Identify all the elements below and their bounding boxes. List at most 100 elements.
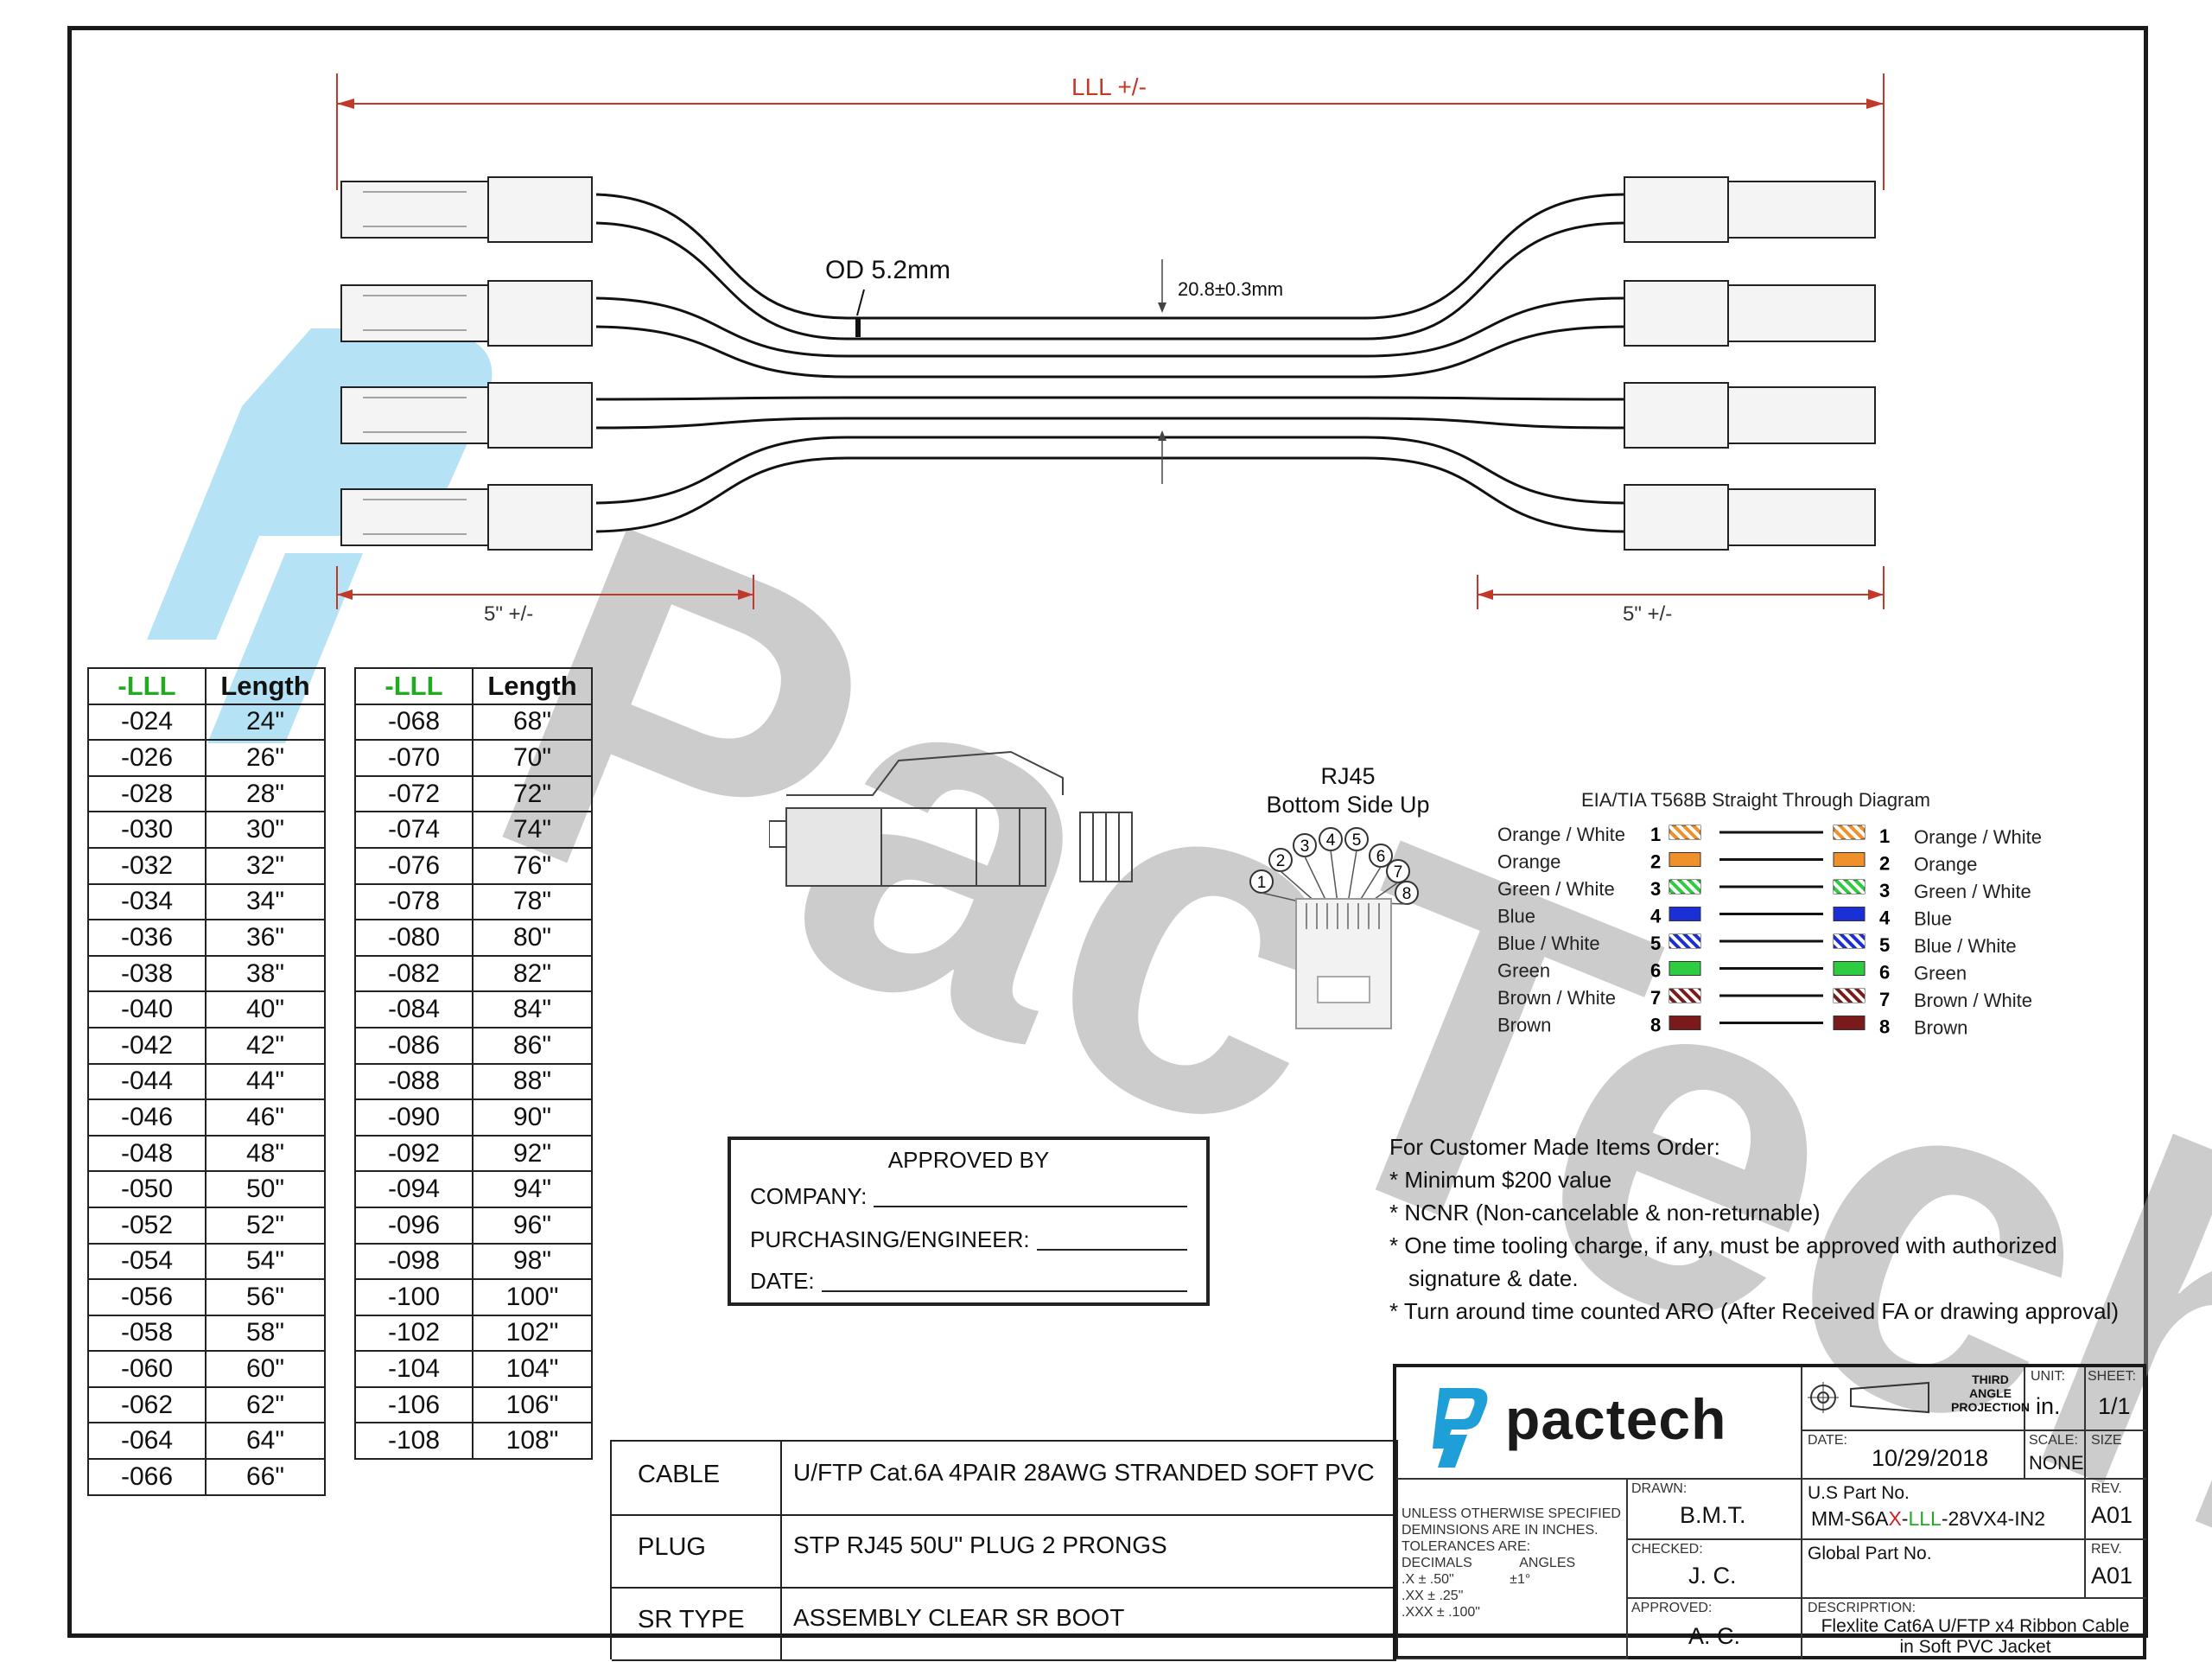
lll-code-cell: -082 [354,954,474,993]
wire-swatch-left [1669,852,1701,867]
company-signature-line[interactable] [874,1183,1187,1207]
note-item: * Minimum $200 value [1389,1167,1612,1193]
wire-stripe-left [1669,825,1700,839]
wire-label-left: Green [1497,960,1550,982]
lll-code-cell: -060 [87,1350,207,1388]
sr-type-label: SR TYPE [638,1606,745,1633]
tol-xx: .XX ± .25" [1402,1589,1464,1603]
right-plug-2 [1727,284,1876,342]
tolerance-cell: UNLESS OTHERWISE SPECIFIED DEMINSIONS AR… [1396,1480,1628,1659]
pin-number-left: 5 [1650,933,1661,954]
note-item: * NCNR (Non-cancelable & non-returnable) [1389,1200,1821,1226]
lll-code-cell: -080 [354,919,474,957]
projection-line1: THIRD [1972,1372,2009,1386]
global-part-cell: Global Part No. [1802,1540,2086,1599]
wire-label-left: Orange [1497,851,1560,873]
pin-number-right: 8 [1879,1016,1890,1038]
checked-value: J. C. [1688,1563,1737,1589]
lll-code-cell: -032 [87,846,207,885]
size-label: SIZE [2091,1433,2122,1448]
wire-stripe-right [1834,825,1865,839]
part-prefix: MM-S6A [1811,1507,1889,1530]
lll-code-cell: -088 [354,1062,474,1101]
part-lll: LLL [1908,1507,1942,1530]
checked-label: CHECKED: [1631,1542,1703,1557]
pin-number-left: 2 [1650,851,1661,873]
length-cell: 50" [205,1170,326,1208]
date-label: DATE: [750,1268,815,1294]
left-boot-3 [487,382,593,449]
tolerance-line1: UNLESS OTHERWISE SPECIFIED [1402,1506,1621,1521]
pactech-logo-text: pactech [1505,1387,1727,1451]
pin-number-left: 1 [1650,824,1661,845]
od-label: OD 5.2mm [825,256,950,284]
lll-code-cell: -026 [87,739,207,777]
left-plugs [340,176,593,551]
wire-swatch-right [1833,852,1866,867]
lll-code-cell: -056 [87,1278,207,1316]
date-cell: DATE: 10/29/2018 [1802,1431,2025,1480]
drawing-frame [67,26,2148,1638]
wire-label-right: Green [1914,963,1967,984]
length-cell: 42" [205,1026,326,1065]
left-plug-1 [340,181,489,239]
pin-number-right: 1 [1879,825,1890,847]
right-plugs [1624,176,1876,551]
wire-swatch-right [1833,1016,1866,1030]
pin-number-right: 2 [1879,853,1890,875]
length-cell: 76" [472,846,593,885]
rev2-label: REV. [2091,1542,2122,1557]
length-cell: 70" [472,739,593,777]
lll-code-cell: -072 [354,774,474,813]
wire-stripe-right [1834,934,1865,948]
length-cell: 60" [205,1350,326,1388]
length-cell: 30" [205,811,326,849]
lll-code-cell: -042 [87,1026,207,1065]
angles-label: ANGLES [1519,1556,1576,1570]
pin-number: 5 [1352,831,1362,850]
length-cell: 66" [205,1458,326,1496]
rev-value: A01 [2091,1502,2133,1528]
wire-label-left: Blue / White [1497,933,1600,954]
third-angle-projection-icon [1808,1381,1929,1414]
rev2-cell: REV. A01 [2086,1540,2146,1599]
rj45-title-line1: RJ45 [1320,763,1376,789]
header-length: Length [472,667,593,705]
date-signature-line[interactable] [821,1268,1187,1292]
lll-code-cell: -052 [87,1206,207,1245]
right-breakout-label: 5" +/- [1623,602,1672,626]
purchasing-signature-line[interactable] [1036,1226,1187,1251]
length-cell: 96" [472,1206,593,1245]
scale-cell: SCALE: NONE [2025,1431,2086,1480]
wire-label-left: Orange / White [1497,824,1625,845]
rj45-title-line2: Bottom Side Up [1266,792,1430,818]
length-cell: 40" [205,990,326,1028]
length-cell: 44" [205,1062,326,1101]
length-cell: 98" [472,1242,593,1281]
left-plug-3 [340,386,489,444]
lll-code-cell: -084 [354,990,474,1028]
left-plug-4 [340,488,489,546]
approved-value: A. C. [1688,1623,1741,1649]
pin-number-right: 3 [1879,880,1890,901]
lll-code-cell: -108 [354,1422,474,1461]
lll-code-cell: -040 [87,990,207,1028]
right-boot-4 [1624,484,1729,551]
lll-code-cell: -044 [87,1062,207,1101]
